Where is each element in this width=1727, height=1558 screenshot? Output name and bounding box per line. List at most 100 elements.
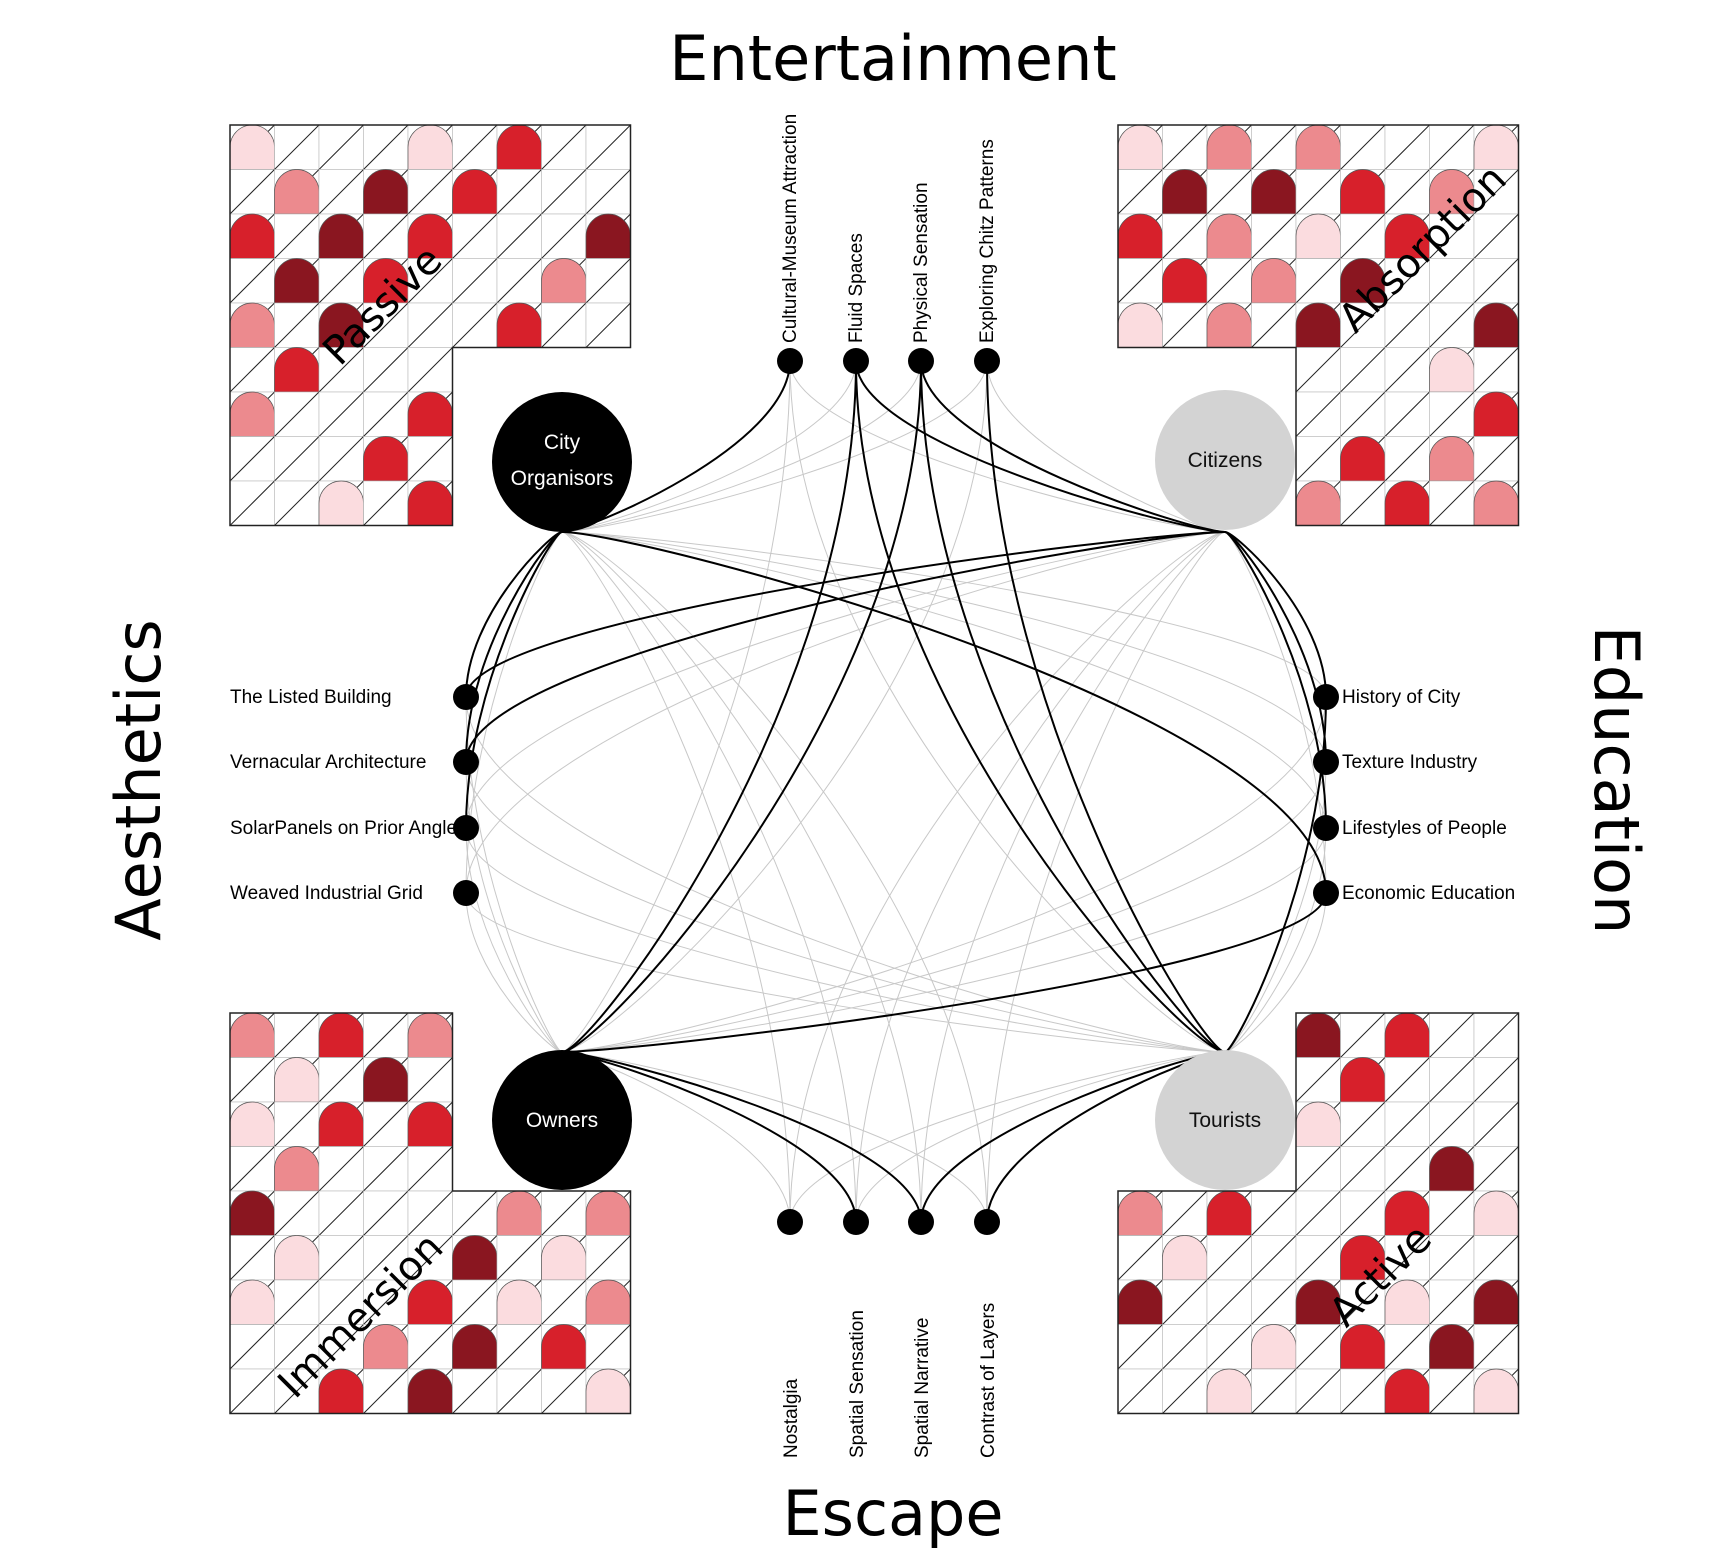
tile-arch	[1295, 480, 1341, 526]
tile-diagonal	[318, 1057, 364, 1103]
tile-arch	[541, 1324, 587, 1370]
tile-diagonal	[274, 302, 320, 348]
tile-diagonal	[1206, 1235, 1252, 1281]
quadrant-immersion-pattern	[229, 1012, 631, 1414]
hub-owners: Owners	[492, 1050, 632, 1190]
tile-diagonal	[452, 1368, 498, 1414]
tile-arch	[1117, 302, 1163, 348]
tile-diagonal	[1117, 169, 1163, 215]
tile-arch	[585, 1368, 631, 1414]
tile-arch	[1473, 302, 1519, 348]
node-dot-left-2	[453, 749, 479, 775]
tile-diagonal	[1429, 1101, 1475, 1147]
tile-arch	[1117, 124, 1163, 170]
connection-line	[465, 531, 1226, 894]
nodes-left: The Listed Building Vernacular Architect…	[230, 684, 479, 906]
tile-arch	[541, 258, 587, 304]
tile-diagonal	[1162, 1190, 1208, 1236]
tile-diagonal	[1251, 213, 1297, 259]
connection-line	[561, 892, 1327, 1053]
connection-line-strong	[561, 360, 922, 1053]
tile-diagonal	[1384, 1235, 1430, 1281]
tile-diagonal	[585, 302, 631, 348]
connection-line	[561, 531, 1327, 763]
connection-line	[855, 531, 1226, 1223]
tile-arch	[1295, 1012, 1341, 1058]
tile-diagonal	[1340, 1279, 1386, 1325]
tile-diagonal	[1251, 1279, 1297, 1325]
tile-diagonal	[274, 436, 320, 482]
tile-arch	[1206, 1190, 1252, 1236]
tile-arch	[585, 1190, 631, 1236]
node-dot-top-1	[777, 348, 803, 374]
tile-arch	[1429, 1324, 1475, 1370]
tile-diagonal	[1429, 1235, 1475, 1281]
tile-diagonal	[1384, 1146, 1430, 1192]
tile-arch	[229, 213, 275, 259]
hub-tourists: Tourists	[1155, 1050, 1295, 1190]
tile-diagonal	[1429, 391, 1475, 437]
tile-diagonal	[229, 1235, 275, 1281]
tile-diagonal	[274, 480, 320, 526]
tile-diagonal	[452, 302, 498, 348]
tile-diagonal	[1473, 258, 1519, 304]
tile-diagonal	[407, 1190, 453, 1236]
tile-diagonal	[541, 1368, 587, 1414]
tile-arch	[318, 480, 364, 526]
node-dot-bottom-1	[777, 1209, 803, 1235]
connection-line	[465, 892, 1226, 1053]
tile-diagonal	[585, 1235, 631, 1281]
nodes-right: History of City Texture Industry Lifesty…	[1313, 684, 1515, 906]
tile-diagonal	[1429, 1190, 1475, 1236]
connection-line	[855, 1051, 1226, 1223]
tile-diagonal	[1384, 347, 1430, 393]
connection-line	[561, 360, 922, 533]
tile-arch	[1340, 1324, 1386, 1370]
connection-line	[561, 1051, 988, 1223]
tile-diagonal	[452, 258, 498, 304]
node-label-contrast-of-layers: Contrast of Layers	[978, 1303, 999, 1458]
tile-diagonal	[452, 213, 498, 259]
tile-arch	[1473, 1190, 1519, 1236]
connection-line-strong	[986, 360, 1226, 1053]
tile-diagonal	[363, 1190, 409, 1236]
quadrant-active-border	[1117, 1012, 1520, 1415]
axis-label-left: Aesthetics	[102, 619, 175, 940]
tile-diagonal	[452, 1190, 498, 1236]
tile-arch	[1384, 1012, 1430, 1058]
tile-arch	[407, 391, 453, 437]
tile-arch	[1473, 1368, 1519, 1414]
tile-arch	[407, 1101, 453, 1147]
connection-line	[1224, 892, 1327, 1053]
tile-diagonal	[1473, 1235, 1519, 1281]
node-dot-top-2	[843, 348, 869, 374]
tile-diagonal	[1340, 391, 1386, 437]
tile-arch	[1206, 1368, 1252, 1414]
connection-line	[465, 531, 1226, 763]
tile-diagonal	[229, 258, 275, 304]
connection-line	[465, 531, 563, 763]
tile-arch	[1384, 480, 1430, 526]
tile-diagonal	[318, 1146, 364, 1192]
tile-arch	[1206, 213, 1252, 259]
hub-label-organisors: Organisors	[511, 467, 614, 490]
tile-arch	[407, 1012, 453, 1058]
tile-diagonal	[318, 124, 364, 170]
quadrant-immersion-border	[229, 1012, 632, 1415]
tile-diagonal	[274, 1101, 320, 1147]
tile-diagonal	[407, 1146, 453, 1192]
tile-diagonal	[1429, 124, 1475, 170]
node-dot-right-3	[1313, 815, 1339, 841]
tile-arch	[229, 302, 275, 348]
tile-diagonal	[1251, 124, 1297, 170]
node-label-physical-sensation: Physical Sensation	[911, 182, 932, 343]
connection-line	[465, 827, 563, 1053]
tile-diagonal	[318, 1279, 364, 1325]
connection-line	[986, 531, 1226, 1223]
tile-diagonal	[1340, 302, 1386, 348]
tile-arch	[585, 1279, 631, 1325]
tile-arch	[274, 169, 320, 215]
tile-diagonal	[363, 1235, 409, 1281]
tile-diagonal	[452, 124, 498, 170]
